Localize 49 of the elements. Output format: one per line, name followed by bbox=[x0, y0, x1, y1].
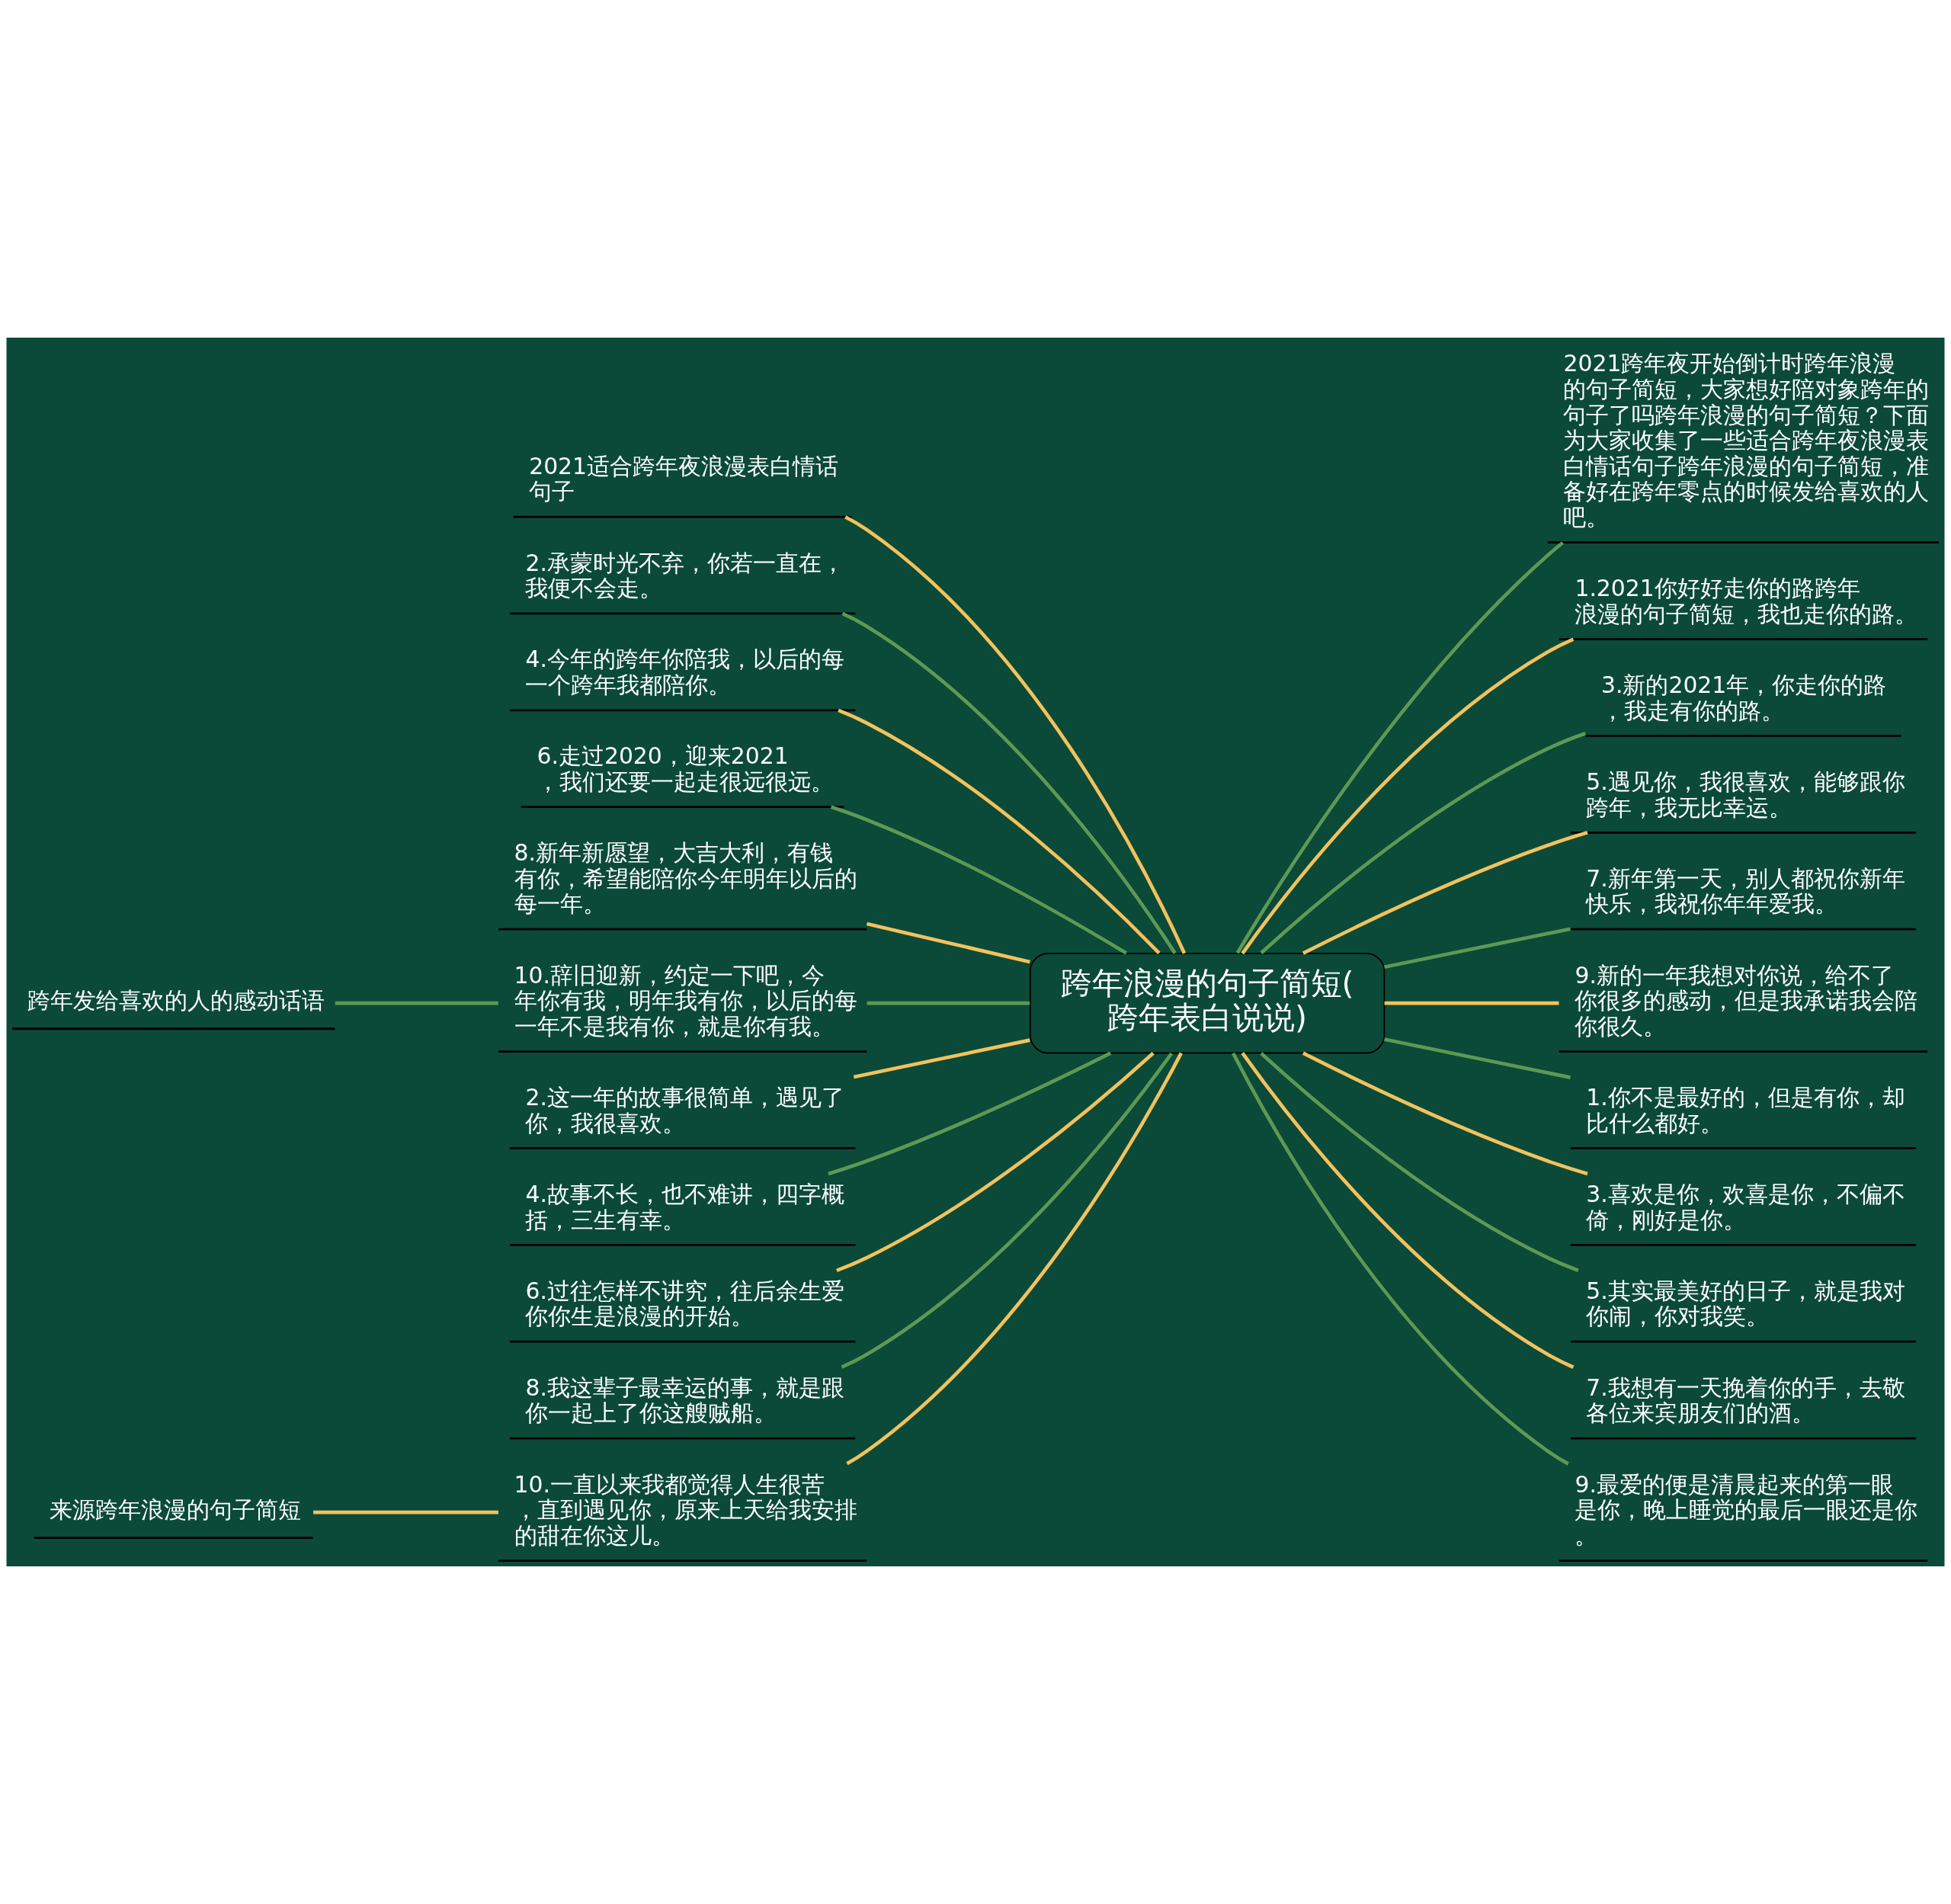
connector bbox=[867, 1001, 1030, 1005]
node-text: 10.辞旧迎新，约定一下吧，今年你有我，明年我有你，以后的每一年不是我有你，就是你有我。 bbox=[514, 961, 857, 1040]
node-text: 8.我这辈子最幸运的事，就是跟你一起上了你这艘贼船。 bbox=[525, 1374, 844, 1427]
connector bbox=[1260, 1052, 1579, 1272]
node-text: 6.走过2020，迎来2021，我们还要一起走很远很远。 bbox=[537, 742, 835, 795]
node-text: 1.你不是最好的，但是有你，却比什么都好。 bbox=[1586, 1084, 1905, 1136]
connector bbox=[1302, 831, 1588, 955]
connector bbox=[1260, 732, 1586, 955]
connector bbox=[841, 611, 1177, 954]
node-text: 2021适合跨年夜浪漫表白情话句子 bbox=[529, 452, 839, 505]
connector bbox=[1384, 1001, 1559, 1005]
node-text: 5.遇见你，我很喜欢，能够跟你跨年，我无比幸运。 bbox=[1586, 768, 1905, 821]
node-text: 4.今年的跨年你陪我，以后的每一个跨年我都陪你。 bbox=[525, 646, 844, 699]
connector bbox=[1302, 1051, 1588, 1176]
node-text: 2.承蒙时光不弃，你若一直在，我便不会走。 bbox=[525, 549, 844, 602]
node-text: 2021跨年夜开始倒计时跨年浪漫的句子简短，大家想好陪对象跨年的句子了吗跨年浪漫的句子简短？下面为大家收集了一些适合跨年夜浪漫表白情话句子跨年浪漫的句子简短，准备好在跨年零点的时候发给喜欢的人吧。 bbox=[1563, 350, 1930, 530]
connector bbox=[841, 1052, 1174, 1369]
connector bbox=[335, 1001, 498, 1005]
node-text: 2.这一年的故事很简单，遇见了你，我很喜欢。 bbox=[525, 1084, 844, 1136]
connector bbox=[313, 1510, 498, 1515]
connector bbox=[1384, 927, 1571, 970]
node-text: 5.其实最美好的日子，就是我对你闹，你对我笑。 bbox=[1586, 1277, 1905, 1330]
connector bbox=[1384, 1037, 1571, 1079]
node-text: 跨年发给喜欢的人的感动话语 bbox=[27, 987, 325, 1015]
connector bbox=[844, 515, 1187, 954]
connector bbox=[1241, 637, 1575, 955]
node-text: 8.新年新愿望，大吉大利，有钱有你，希望能陪你今年明年以后的每一年。 bbox=[514, 839, 857, 918]
node-text: 6.过往怎样不讲究，往后余生爱你你生是浪漫的开始。 bbox=[525, 1277, 844, 1330]
node-text: 7.我想有一天挽着你的手，去敬各位来宾朋友们的酒。 bbox=[1586, 1374, 1905, 1427]
connector bbox=[828, 1051, 1112, 1176]
node-text: 10.一直以来我都觉得人生很苦，直到遇见你，原来上天给我安排的甜在你这儿。 bbox=[514, 1470, 857, 1549]
connector bbox=[830, 805, 1127, 955]
node-text: 3.新的2021年，你走你的路，我走有你的路。 bbox=[1600, 672, 1887, 724]
connector bbox=[853, 1038, 1030, 1079]
node-text: 4.故事不长，也不难讲，四字概括，三生有幸。 bbox=[525, 1181, 844, 1233]
node-text: 3.喜欢是你，欢喜是你，不偏不倚，刚好是你。 bbox=[1586, 1181, 1905, 1233]
node-text: 7.新年第一天，别人都祝你新年快乐，我祝你年年爱我。 bbox=[1586, 864, 1905, 918]
connector bbox=[1241, 1052, 1575, 1369]
connector bbox=[1235, 541, 1565, 954]
node-text: 9.最爱的便是清晨起来的第一眼是你，晚上睡觉的最后一眼还是你。 bbox=[1575, 1470, 1918, 1549]
node-text: 来源跨年浪漫的句子简短 bbox=[50, 1496, 302, 1524]
connector bbox=[838, 708, 1161, 954]
connector bbox=[836, 1051, 1155, 1273]
connector bbox=[866, 922, 1030, 964]
node-box: 跨年浪漫的句子简短(跨年表白说说) bbox=[1029, 952, 1386, 1054]
connector bbox=[846, 1052, 1183, 1466]
connector bbox=[1232, 1052, 1569, 1466]
node-text: 9.新的一年我想对你说，给不了你很多的感动，但是我承诺我会陪你很久。 bbox=[1575, 961, 1918, 1040]
node-text: 1.2021你好好走你的路跨年浪漫的句子简短，我也走你的路。 bbox=[1575, 575, 1918, 627]
